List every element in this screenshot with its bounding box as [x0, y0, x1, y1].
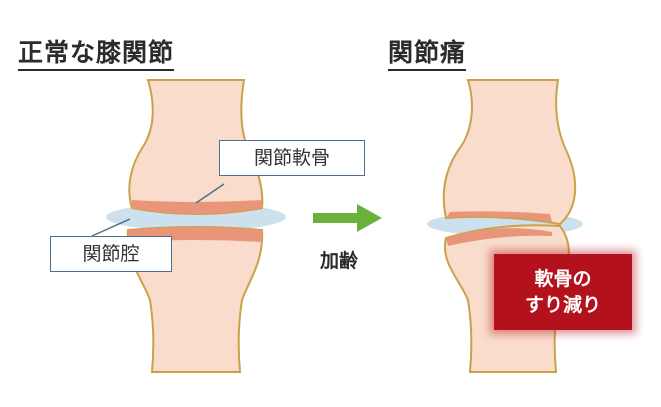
badge-line-2: すり減り: [524, 294, 601, 316]
cavity-pointer: [91, 218, 131, 237]
cartilage-pointer: [195, 183, 225, 204]
aging-label: 加齢: [320, 250, 359, 272]
cavity-label: 関節腔: [50, 236, 172, 272]
arrow-head: [357, 204, 382, 232]
normal-knee: [91, 79, 286, 373]
cartilage-label: 関節軟骨: [219, 140, 365, 176]
normal-knee-title: 正常な膝関節: [18, 38, 175, 71]
normal-femur-cartilage: [132, 200, 262, 214]
pain-knee: [427, 79, 583, 373]
pain-femur-cartilage-worn: [446, 211, 552, 222]
pain-femur: [442, 79, 577, 226]
badge-line-1: 軟骨の: [534, 268, 592, 290]
cartilage-wear-badge: 軟骨の すり減り: [494, 254, 632, 330]
aging-arrow: [313, 204, 382, 232]
arrow-shaft: [313, 213, 359, 223]
joint-pain-title: 関節痛: [388, 38, 467, 71]
pain-tibia-cartilage-worn: [446, 228, 552, 246]
